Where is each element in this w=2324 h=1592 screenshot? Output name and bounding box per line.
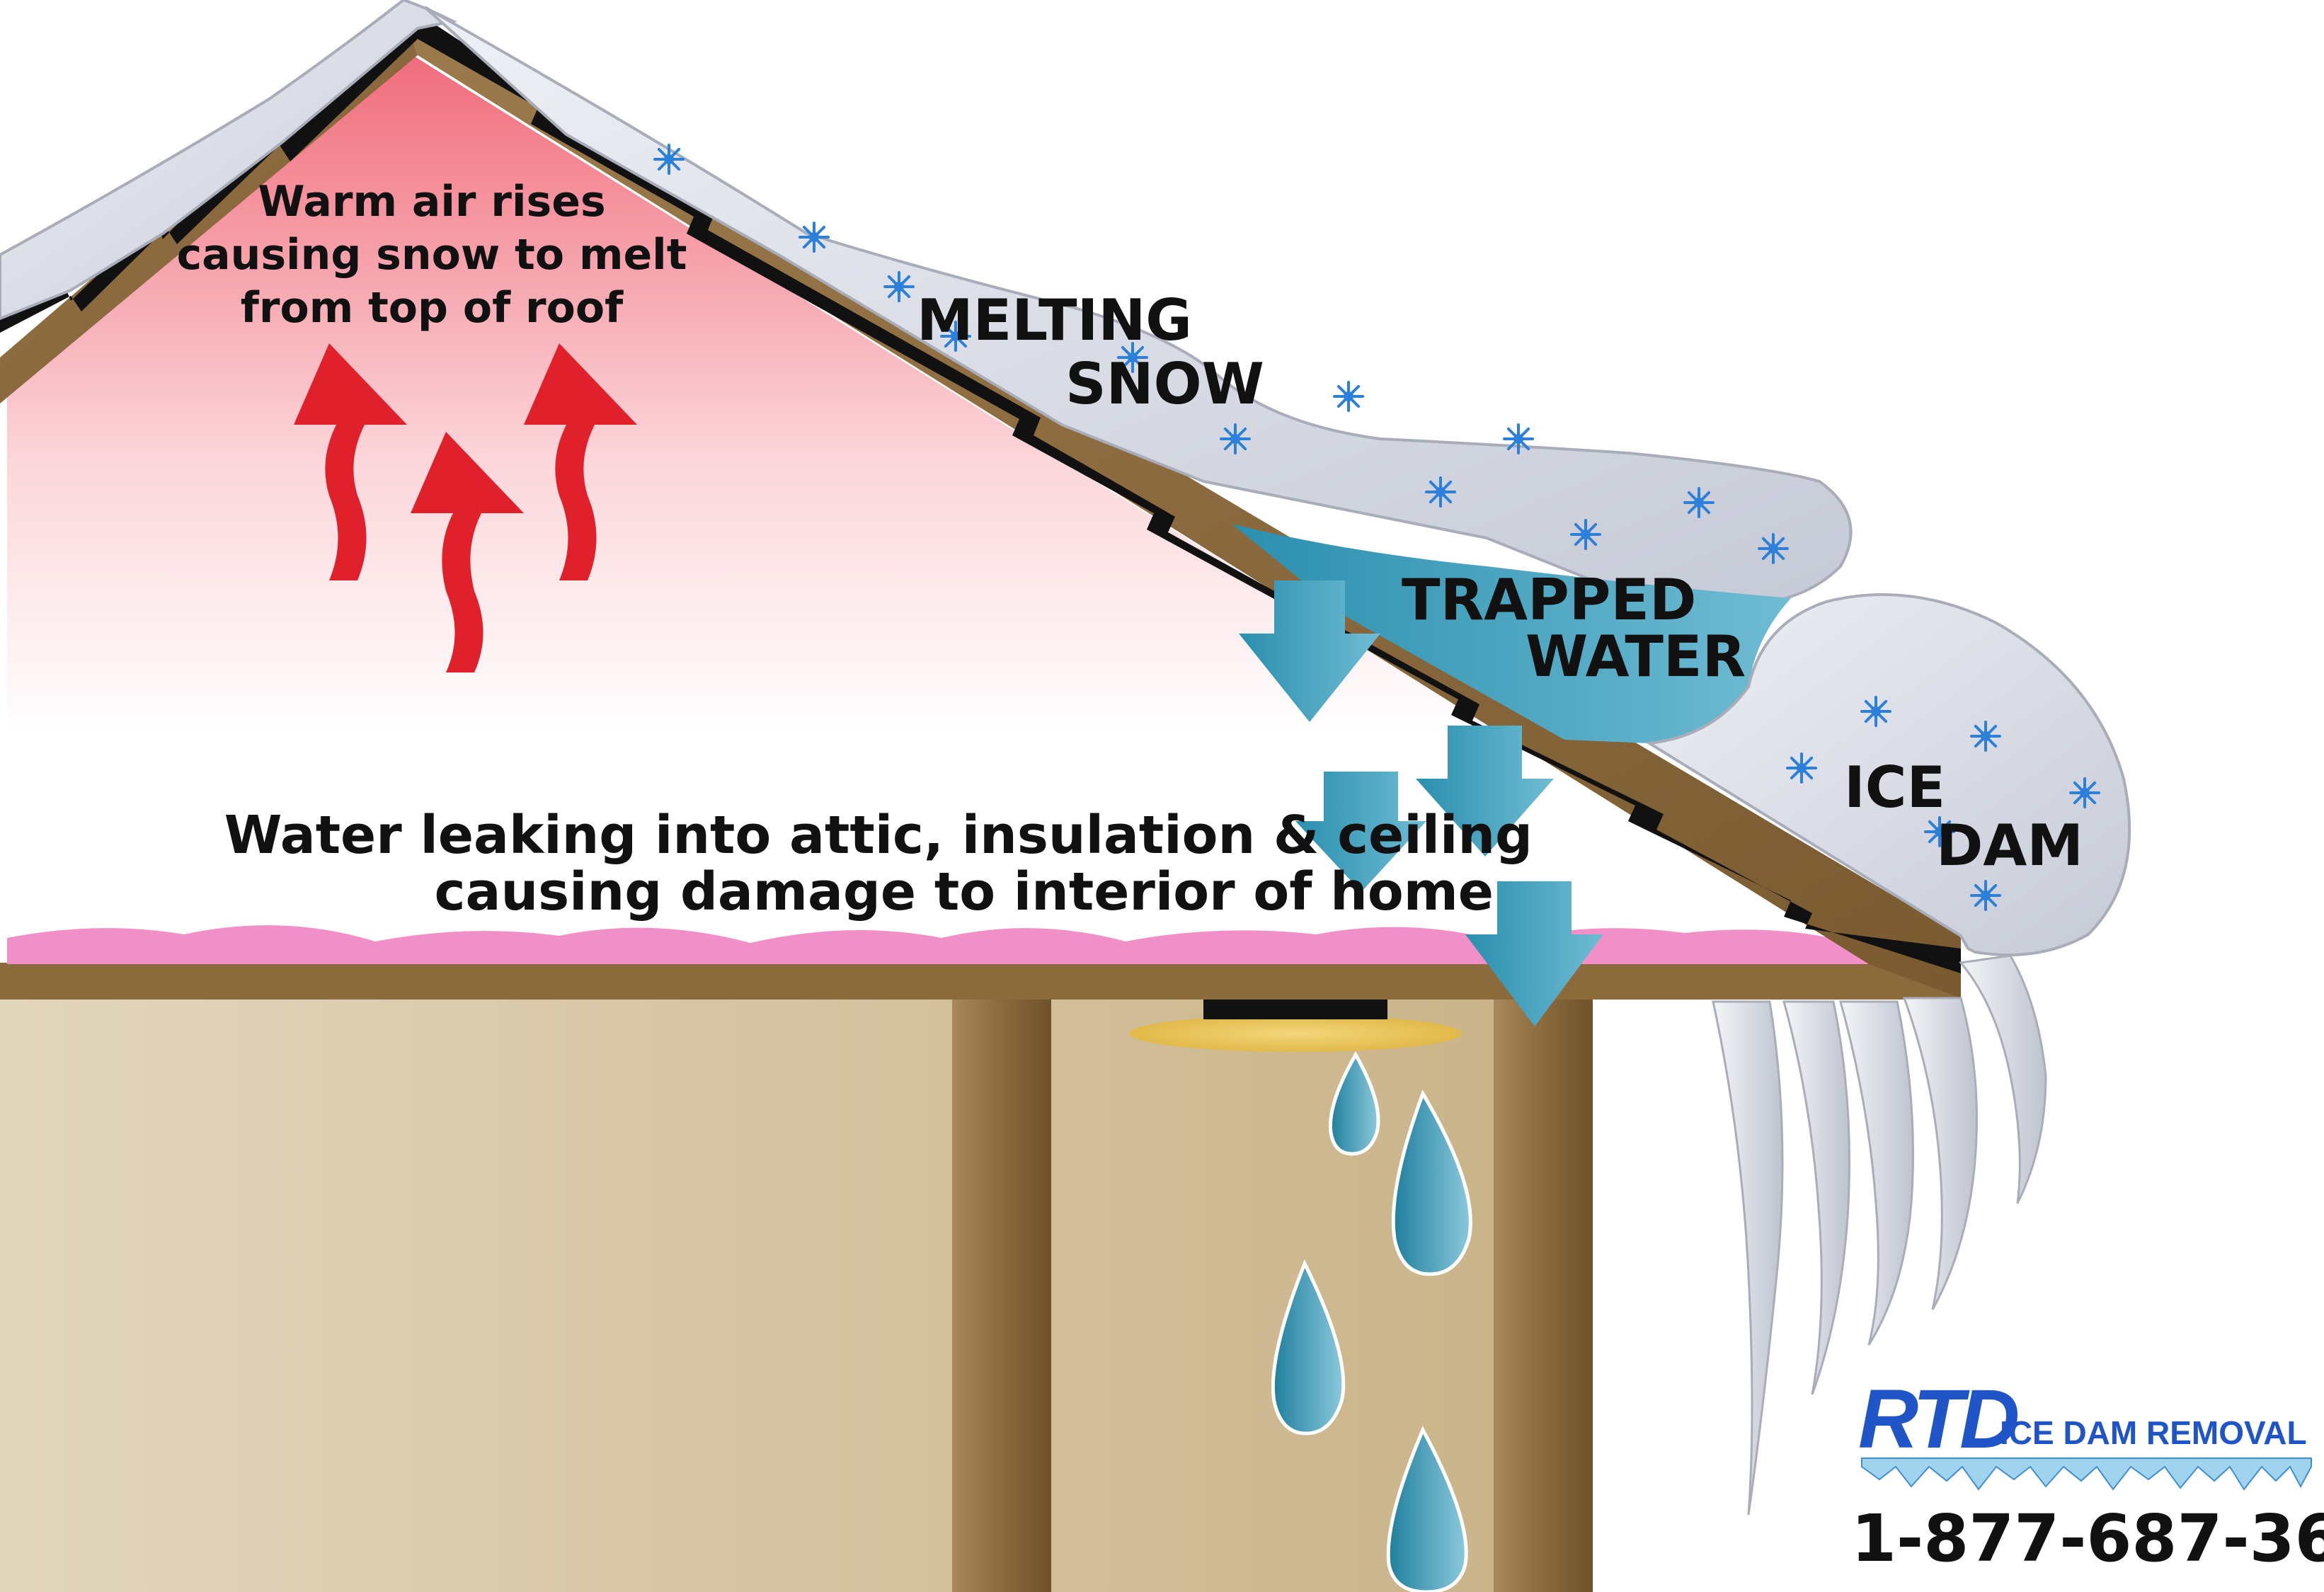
roof-snow — [0, 0, 1853, 604]
trapped-water-label: TRAPPED WATER — [1402, 567, 1746, 689]
icicle-icon — [1782, 1000, 1850, 1395]
warm-air-arrow-icon — [294, 343, 407, 580]
ice-dam-line-2: DAM — [1936, 813, 2083, 878]
snowflake-icon — [883, 271, 915, 302]
ceiling-leak-stain — [1129, 1000, 1462, 1052]
water-drop-icon — [1386, 1426, 1468, 1592]
melting-snow-line-1: MELTING — [917, 287, 1192, 353]
ceiling-vent — [1203, 1000, 1387, 1019]
water-drop-icon — [1328, 1050, 1380, 1156]
warm-air-line-1: Warm air rises — [258, 177, 605, 227]
insulation — [7, 925, 1869, 964]
snowflake-icon — [1333, 381, 1364, 412]
brand-icicle-strip — [1861, 1458, 2312, 1491]
snowflake-icon — [1503, 423, 1534, 454]
snowflake-icon — [1220, 423, 1251, 454]
snowflake-icon — [1758, 533, 1789, 564]
snow-right-slope — [423, 6, 1853, 604]
snowflake-icon — [1683, 487, 1715, 518]
water-drop-icon — [1391, 1089, 1472, 1276]
brand-logo-mark: RTD — [1858, 1373, 2017, 1466]
water-leak-label: Water leaking into attic, insulation & c… — [224, 805, 1533, 922]
interior-wall — [0, 998, 1593, 1592]
ceiling-joist — [0, 963, 1961, 1000]
snowflake-icon — [1570, 519, 1601, 550]
snowflake-icon — [798, 222, 830, 253]
warm-air-arrow-icon — [524, 343, 637, 580]
snowflake-icon — [940, 321, 971, 352]
wall-stud-left — [952, 998, 1051, 1592]
brand-phone: 1-877-687-3639 — [1851, 1501, 2324, 1576]
warm-air-line-3: from top of roof — [241, 283, 624, 333]
attic-warm-air — [7, 50, 1869, 964]
icicle-icon — [1712, 1000, 1784, 1516]
water-drop-icon — [1271, 1259, 1346, 1436]
snowflake-icon — [1860, 696, 1891, 727]
warm-air-label: Warm air rises causing snow to melt from… — [177, 177, 687, 333]
ice-dam-line-1: ICE — [1844, 755, 1945, 820]
ice-dam-label: ICE DAM — [1844, 755, 2083, 878]
water-flow-arrow-icon — [1465, 881, 1603, 1026]
water-drops — [1271, 1050, 1472, 1592]
snowflake-icon — [1117, 342, 1148, 373]
brand-logo-text: ICE DAM REMOVAL — [2000, 1414, 2307, 1451]
icicle-icon — [1959, 954, 2047, 1204]
melting-snow-label: MELTING SNOW — [917, 287, 1264, 417]
wall-stud-right — [1494, 998, 1593, 1592]
trapped-water-pool — [1232, 524, 1791, 743]
snowflake-icon — [1924, 816, 1955, 847]
snowflake-icon — [1970, 721, 2001, 752]
melting-snow-line-2: SNOW — [1065, 351, 1264, 417]
trapped-water-line-2: WATER — [1526, 624, 1746, 689]
snowflake-icon — [1970, 880, 2001, 911]
warm-air-arrows — [294, 343, 637, 672]
snowflake-icon — [2069, 777, 2100, 808]
icicles — [1712, 954, 2047, 1516]
warm-air-arrow-icon — [411, 432, 524, 672]
snowflakes — [653, 144, 2100, 911]
water-stain — [1129, 1015, 1462, 1052]
water-flow-arrow-icon — [1239, 580, 1380, 722]
water-flow-arrow-icon — [1416, 726, 1554, 857]
water-flow-arrow-icon — [1295, 772, 1426, 892]
icicle-icon — [1839, 1000, 1914, 1346]
ice-dam — [1645, 593, 2131, 957]
water-leak-line-1: Water leaking into attic, insulation & c… — [224, 805, 1533, 866]
house-interior — [0, 963, 1961, 1592]
icicle-icon — [1902, 997, 1978, 1310]
water-flow-arrows — [1239, 580, 1603, 1026]
water-leak-line-2: causing damage to interior of home — [435, 861, 1494, 922]
snowflake-icon — [1786, 752, 1817, 784]
snowflake-icon — [653, 144, 685, 175]
brand-block: RTD ICE DAM REMOVAL 1-877-687-3639 — [1851, 1373, 2324, 1576]
snowflake-icon — [1425, 476, 1456, 508]
trapped-water-line-1: TRAPPED — [1402, 567, 1696, 633]
warm-air-line-2: causing snow to melt — [177, 230, 687, 280]
